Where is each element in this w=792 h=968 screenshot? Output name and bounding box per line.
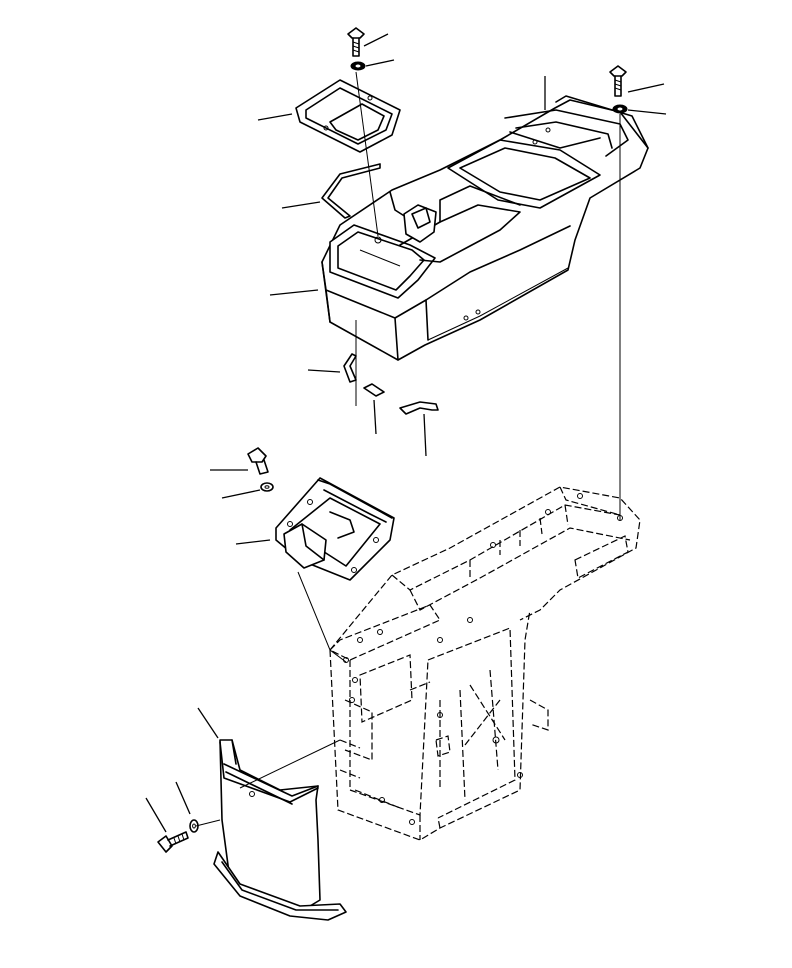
bracket — [275, 477, 395, 581]
washer-top — [350, 61, 366, 71]
leader-line — [423, 413, 427, 457]
leader-line — [197, 707, 219, 739]
leader-line — [281, 201, 321, 209]
leader-line — [257, 113, 293, 121]
alignment-lines — [195, 71, 621, 827]
leader-line — [307, 369, 341, 373]
front-cover — [213, 739, 347, 921]
leader-line — [363, 33, 389, 47]
washer-mid — [260, 482, 274, 492]
hook-clip — [399, 401, 439, 415]
screw-right — [609, 65, 627, 97]
leader-line — [235, 539, 271, 545]
frame-dashed — [328, 486, 641, 841]
screw-top — [347, 27, 365, 57]
washer-right — [612, 104, 628, 114]
leader-line — [627, 109, 667, 115]
leader-lines — [145, 33, 667, 833]
cover-plate — [295, 79, 401, 153]
leader-line — [221, 489, 261, 499]
leader-line — [145, 797, 167, 833]
small-clamp — [363, 383, 385, 397]
clip — [343, 353, 357, 383]
leader-line — [175, 781, 191, 815]
leader-line — [365, 59, 395, 67]
leader-line — [269, 289, 319, 296]
leader-line — [373, 399, 377, 435]
leader-line — [627, 83, 665, 93]
bolt-lower — [157, 831, 189, 853]
bolt-mid — [247, 447, 269, 475]
console-box — [321, 95, 649, 361]
u-seal — [321, 163, 381, 219]
